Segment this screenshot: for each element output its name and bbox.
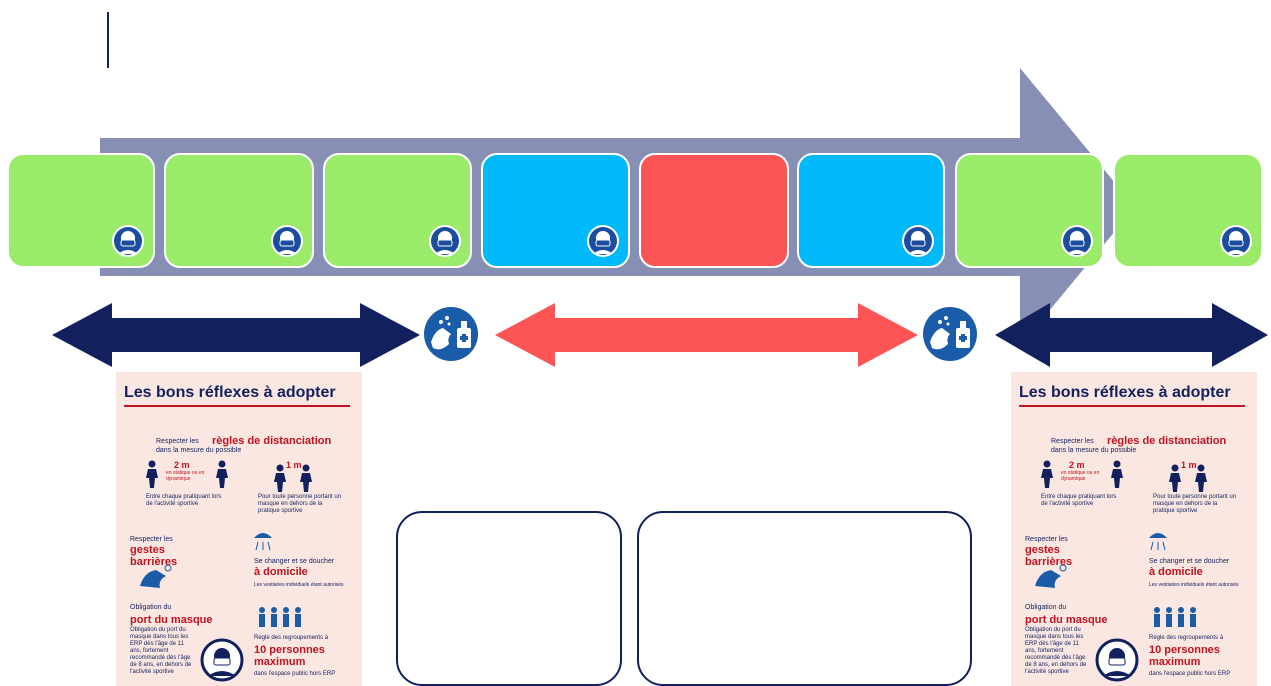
empty-text-box-left <box>396 511 622 686</box>
poster-text: Règle des regroupements à <box>254 635 329 641</box>
poster-heading: règles de distanciation <box>212 435 332 447</box>
poster-heading: règles de distanciation <box>1107 435 1227 447</box>
mask-icon <box>1095 638 1139 682</box>
poster-text: Respecter les <box>1051 438 1094 445</box>
poster-text: dans la mesure du possible <box>156 447 242 454</box>
distance-label: 1 m <box>286 460 302 470</box>
person-icon <box>300 464 312 492</box>
poster-heading: port du masque <box>130 614 213 626</box>
poster-caption: Entre chaque pratiquant lors de l'activi… <box>146 494 222 507</box>
poster-text: en statique ou en dynamique <box>1061 470 1100 482</box>
person-icon <box>146 460 158 488</box>
step-box-1 <box>7 153 155 268</box>
group-icon <box>1154 607 1196 627</box>
handwash-icon <box>1035 564 1067 588</box>
poster-text: Se changer et se doucher <box>254 558 335 565</box>
person-icon <box>1111 460 1123 488</box>
poster-text: en statique ou en dynamique <box>166 470 205 482</box>
poster-caption: Pour toute personne portant un masque en… <box>258 494 342 514</box>
mask-icon <box>1220 225 1252 257</box>
step-box-5 <box>639 153 789 268</box>
right-double-arrow <box>995 303 1268 367</box>
poster-caption: Obligation du port du masque dans tous l… <box>1025 627 1087 675</box>
poster-heading: gestes barrières <box>130 544 178 568</box>
person-icon <box>1195 464 1207 492</box>
poster-text: Respecter les <box>156 438 199 445</box>
poster-caption: Pour toute personne portant un masque en… <box>1153 494 1237 514</box>
poster-title-underline <box>124 405 350 407</box>
poster-caption: Entre chaque pratiquant lors de l'activi… <box>1041 494 1117 507</box>
distance-label: 1 m <box>1181 460 1197 470</box>
info-poster-left: Les bons réflexes à adopter Respecter le… <box>116 372 362 686</box>
step-box-6 <box>797 153 945 268</box>
empty-text-box-right <box>637 511 972 686</box>
poster-heading: à domicile <box>1149 566 1203 578</box>
mask-icon <box>1061 225 1093 257</box>
poster-text: Respecter les <box>130 536 173 543</box>
person-icon <box>1041 460 1053 488</box>
person-icon <box>216 460 228 488</box>
step-box-8 <box>1113 153 1263 268</box>
poster-text: dans l'espace public hors ERP <box>1149 671 1231 677</box>
poster-title-underline <box>1019 405 1245 407</box>
poster-text: Obligation du <box>1025 604 1067 611</box>
mask-icon <box>587 225 619 257</box>
step-box-3 <box>323 153 472 268</box>
step-box-2 <box>164 153 314 268</box>
poster-heading: 10 personnes maximum <box>254 644 325 668</box>
poster-heading: port du masque <box>1025 614 1108 626</box>
mask-icon <box>200 638 244 682</box>
poster-title: Les bons réflexes à adopter <box>124 384 336 401</box>
poster-caption: Les vestiaires individuels étant autoris… <box>254 582 344 588</box>
poster-heading: 10 personnes maximum <box>1149 644 1220 668</box>
poster-title: Les bons réflexes à adopter <box>1019 384 1231 401</box>
shower-icon <box>254 533 272 551</box>
hand-sanitizer-icon <box>422 305 480 363</box>
poster-heading: à domicile <box>254 566 308 578</box>
poster-text: Obligation du <box>130 604 172 611</box>
step-box-4 <box>481 153 630 268</box>
step-box-7 <box>955 153 1104 268</box>
poster-text: Se changer et se doucher <box>1149 558 1230 565</box>
info-poster-right: Les bons réflexes à adopter Respecter le… <box>1011 372 1257 686</box>
shower-icon <box>1149 533 1167 551</box>
poster-text: Règle des regroupements à <box>1149 635 1224 641</box>
mask-icon <box>112 225 144 257</box>
left-double-arrow <box>52 303 420 367</box>
poster-caption: Obligation du port du masque dans tous l… <box>130 627 192 675</box>
center-double-arrow <box>495 303 918 367</box>
group-icon <box>259 607 301 627</box>
vertical-divider-line <box>107 12 109 68</box>
poster-text: dans l'espace public hors ERP <box>254 671 336 677</box>
distance-label: 2 m <box>1069 460 1085 470</box>
distance-label: 2 m <box>174 460 190 470</box>
mask-icon <box>271 225 303 257</box>
person-icon <box>274 464 286 492</box>
handwash-icon <box>140 564 172 588</box>
poster-text: dans la mesure du possible <box>1051 447 1137 454</box>
poster-text: Respecter les <box>1025 536 1068 543</box>
poster-caption: Les vestiaires individuels étant autoris… <box>1149 582 1239 588</box>
poster-heading: gestes barrières <box>1025 544 1073 568</box>
hand-sanitizer-icon <box>921 305 979 363</box>
mask-icon <box>902 225 934 257</box>
mask-icon <box>429 225 461 257</box>
person-icon <box>1169 464 1181 492</box>
